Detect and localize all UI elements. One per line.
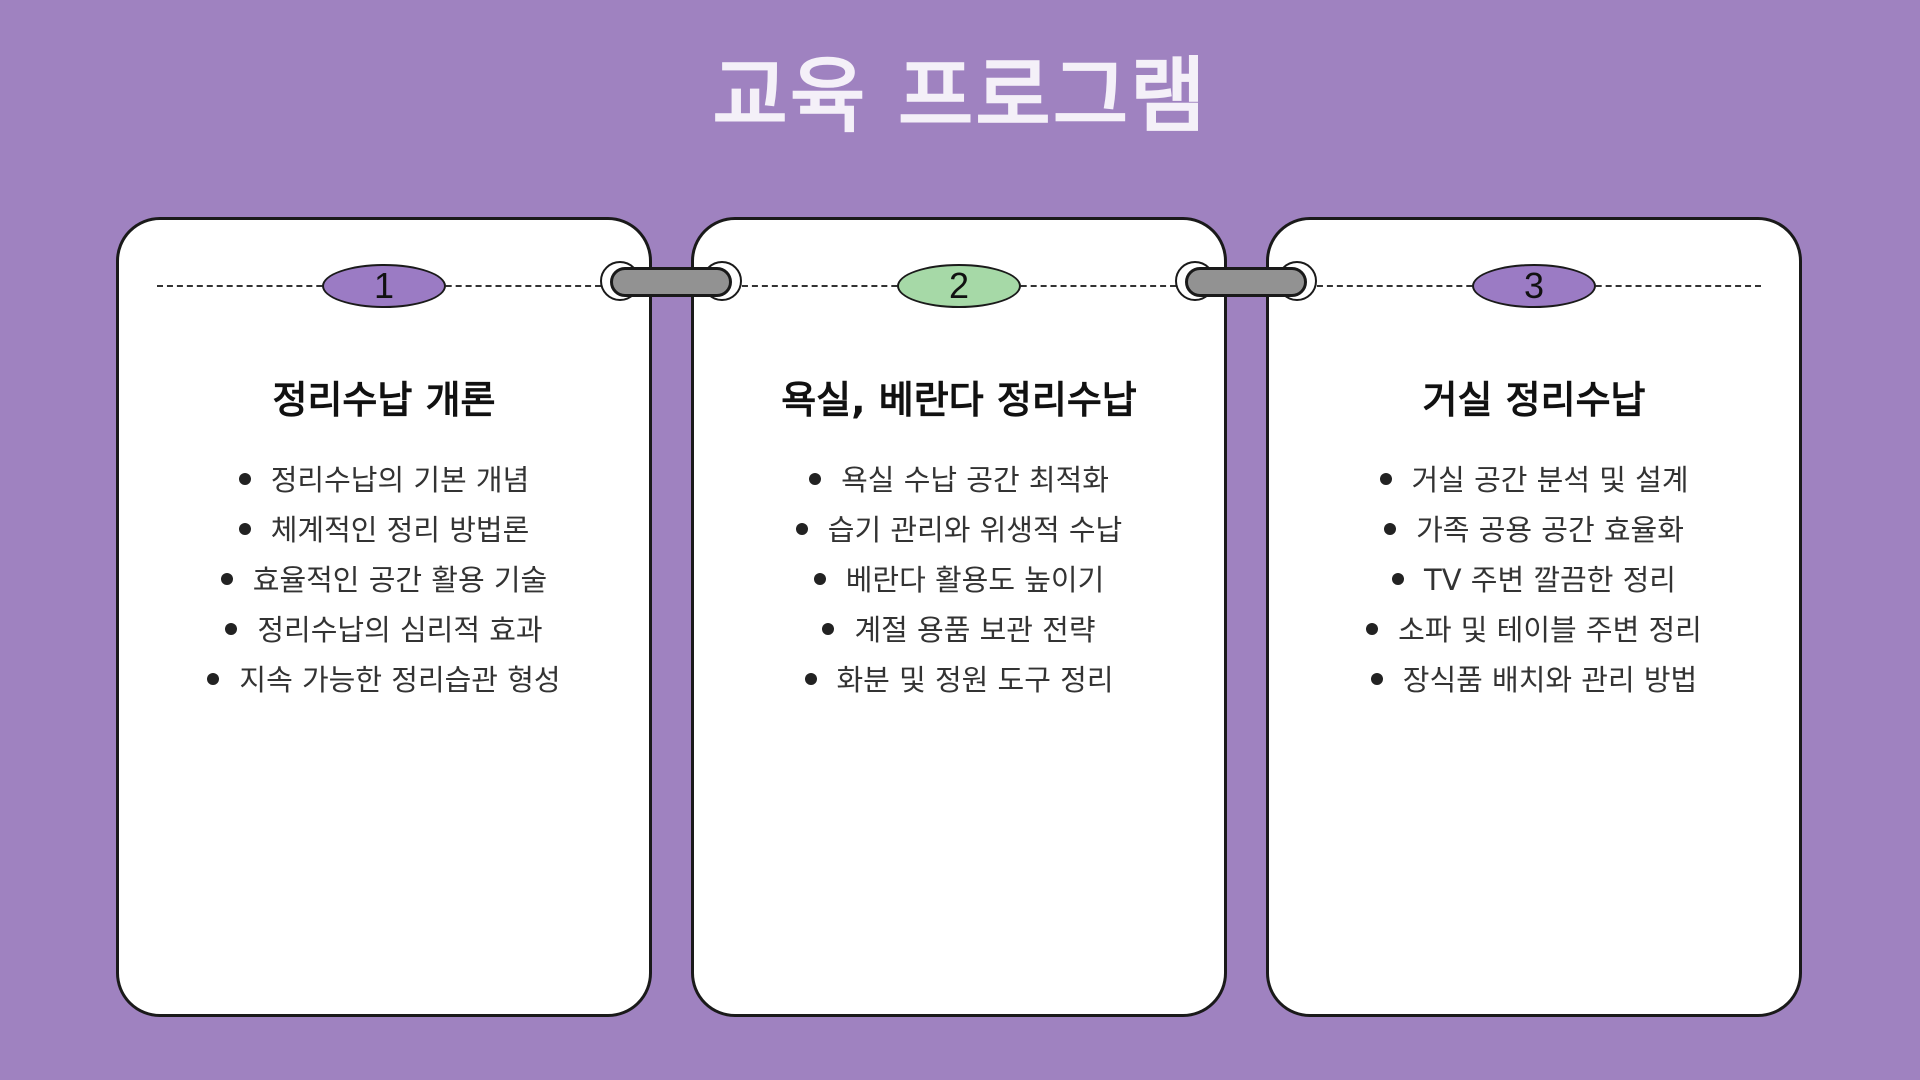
bullet-icon — [795, 523, 808, 535]
program-card-2: 2 욕실, 베란다 정리수납 욕실 수납 공간 최적화 습기 관리와 위생적 수… — [691, 217, 1227, 1017]
list-item-text: 계절 용품 보관 전략 — [854, 613, 1096, 647]
bullet-icon — [238, 473, 251, 485]
list-item: 장식품 배치와 관리 방법 — [1269, 655, 1799, 705]
bullet-icon — [1384, 523, 1397, 535]
list-item: 체계적인 정리 방법론 — [119, 505, 649, 555]
list-item-text: 습기 관리와 위생적 수납 — [827, 513, 1123, 547]
list-item-text: 효율적인 공간 활용 기술 — [252, 563, 548, 597]
page-title: 교육 프로그램 — [712, 49, 1208, 144]
connector-pipe — [610, 267, 732, 297]
list-item: 화분 및 정원 도구 정리 — [694, 655, 1224, 705]
bullet-icon — [238, 523, 251, 535]
list-item: 가족 공용 공간 효율화 — [1269, 505, 1799, 555]
list-item-text: 소파 및 테이블 주변 정리 — [1398, 613, 1702, 647]
ring-connector — [596, 260, 746, 308]
list-item: 소파 및 테이블 주변 정리 — [1269, 605, 1799, 655]
list-item-text: 가족 공용 공간 효율화 — [1416, 513, 1684, 547]
topic-list: 정리수납의 기본 개념 체계적인 정리 방법론 효율적인 공간 활용 기술 정리… — [119, 455, 649, 705]
bullet-icon — [1379, 473, 1392, 485]
card-title: 욕실, 베란다 정리수납 — [781, 378, 1137, 422]
card-title: 정리수납 개론 — [272, 378, 496, 422]
step-number-badge: 2 — [897, 264, 1021, 308]
list-item: 정리수납의 심리적 효과 — [119, 605, 649, 655]
bullet-icon — [822, 623, 835, 635]
list-item-text: 거실 공간 분석 및 설계 — [1411, 463, 1689, 497]
list-item: 베란다 활용도 높이기 — [694, 555, 1224, 605]
list-item-text: 화분 및 정원 도구 정리 — [836, 663, 1114, 697]
connector-pipe — [1185, 267, 1307, 297]
step-number-badge: 3 — [1472, 264, 1596, 308]
list-item-text: 정리수납의 기본 개념 — [270, 463, 530, 497]
list-item: 지속 가능한 정리습관 형성 — [119, 655, 649, 705]
program-card-1: 1 정리수납 개론 정리수납의 기본 개념 체계적인 정리 방법론 효율적인 공… — [116, 217, 652, 1017]
list-item-text: 체계적인 정리 방법론 — [270, 513, 530, 547]
list-item-text: TV 주변 깔끔한 정리 — [1424, 563, 1676, 597]
program-card-3: 3 거실 정리수납 거실 공간 분석 및 설계 가족 공용 공간 효율화 TV … — [1266, 217, 1802, 1017]
bullet-icon — [813, 573, 826, 585]
list-item: 정리수납의 기본 개념 — [119, 455, 649, 505]
bullet-icon — [225, 623, 238, 635]
topic-list: 거실 공간 분석 및 설계 가족 공용 공간 효율화 TV 주변 깔끔한 정리 … — [1269, 455, 1799, 705]
list-item: 습기 관리와 위생적 수납 — [694, 505, 1224, 555]
card-title: 거실 정리수납 — [1422, 378, 1646, 422]
ring-connector — [1171, 260, 1321, 308]
bullet-icon — [1370, 673, 1383, 685]
list-item: TV 주변 깔끔한 정리 — [1269, 555, 1799, 605]
list-item-text: 욕실 수납 공간 최적화 — [841, 463, 1109, 497]
bullet-icon — [1392, 573, 1405, 585]
list-item: 효율적인 공간 활용 기술 — [119, 555, 649, 605]
bullet-icon — [809, 473, 822, 485]
bullet-icon — [804, 673, 817, 685]
bullet-icon — [207, 673, 220, 685]
list-item-text: 장식품 배치와 관리 방법 — [1402, 663, 1698, 697]
bullet-icon — [220, 573, 233, 585]
step-number-badge: 1 — [322, 264, 446, 308]
list-item: 계절 용품 보관 전략 — [694, 605, 1224, 655]
list-item-text: 베란다 활용도 높이기 — [845, 563, 1105, 597]
list-item-text: 지속 가능한 정리습관 형성 — [239, 663, 561, 697]
list-item: 거실 공간 분석 및 설계 — [1269, 455, 1799, 505]
bullet-icon — [1366, 623, 1379, 635]
list-item: 욕실 수납 공간 최적화 — [694, 455, 1224, 505]
list-item-text: 정리수납의 심리적 효과 — [257, 613, 543, 647]
topic-list: 욕실 수납 공간 최적화 습기 관리와 위생적 수납 베란다 활용도 높이기 계… — [694, 455, 1224, 705]
